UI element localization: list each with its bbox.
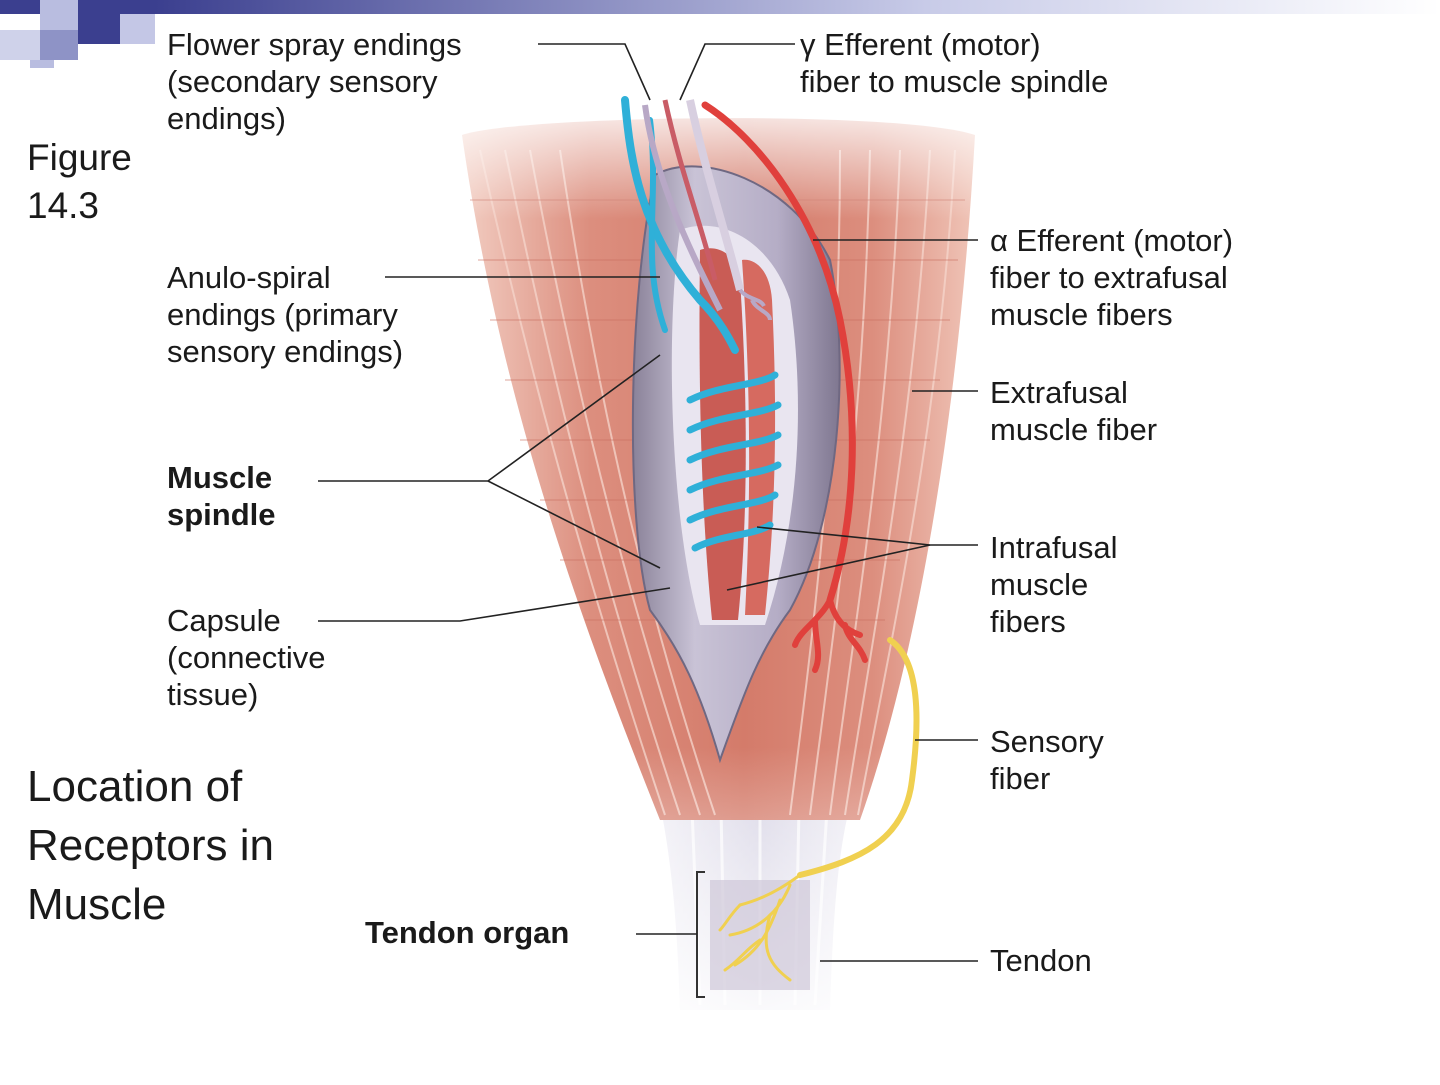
tendon-organ-shape [710,880,810,990]
label-tendon: Tendon [990,943,1092,978]
figure-number: Figure 14.3 [27,137,132,226]
label-muscle-spindle: Muscle spindle [167,460,276,532]
label-flower-spray-endings: Flower spray endings (secondary sensory … [167,27,462,136]
label-tendon-organ: Tendon organ [365,915,570,950]
label-intrafusal-muscle-fibers: Intrafusal muscle fibers [990,530,1118,639]
label-gamma-efferent: γ Efferent (motor) fiber to muscle spind… [800,27,1109,99]
label-capsule: Capsule (connective tissue) [167,603,326,712]
label-anulo-spiral-endings: Anulo-spiral endings (primary sensory en… [167,260,404,369]
alpha-efferent-shape [701,101,856,604]
label-extrafusal-muscle-fiber: Extrafusal muscle fiber [990,375,1158,447]
label-alpha-efferent: α Efferent (motor) fiber to extrafusal m… [990,223,1234,332]
sensory-fiber-shape [797,637,920,878]
label-sensory-fiber: Sensory fiber [990,724,1104,796]
slide-title: Location of Receptors in Muscle [27,762,275,929]
anulo-spiral-shape [686,371,782,552]
